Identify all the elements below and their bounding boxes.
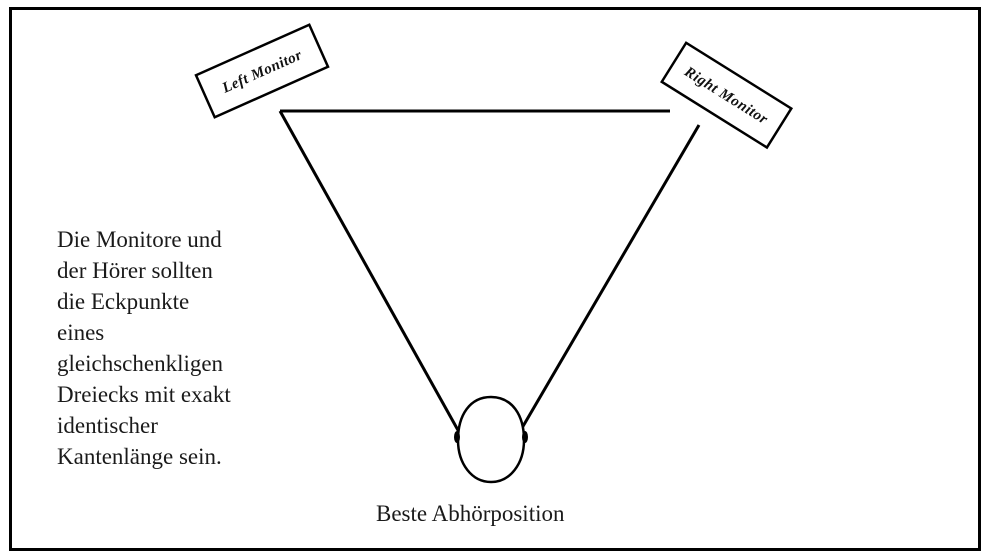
right-monitor-box [660,41,794,150]
diagram-caption: Die Monitore und der Hörer sollten die E… [57,224,297,472]
listener-head [454,395,528,484]
caption-line: Die Monitore und [57,227,222,252]
left-monitor-box [194,23,330,119]
edge-left-monitor-to-listener [278,110,461,433]
left-ear-icon [454,431,460,443]
right-monitor: Right Monitor [660,41,794,150]
caption-line: der Hörer sollten [57,258,213,283]
head-outline [456,395,526,484]
caption-line: die Eckpunkte [57,289,190,314]
caption-line: Kantenlänge sein. [57,444,222,469]
caption-line: identischer [57,413,158,438]
caption-line: Dreiecks mit exakt [57,382,231,407]
caption-line: eines [57,320,105,345]
left-monitor: Left Monitor [194,23,330,119]
listening-position-label: Beste Abhörposition [376,501,565,526]
caption-line: gleichschenkligen [57,351,224,376]
right-ear-icon [522,431,528,443]
edge-right-monitor-to-listener [520,124,701,429]
